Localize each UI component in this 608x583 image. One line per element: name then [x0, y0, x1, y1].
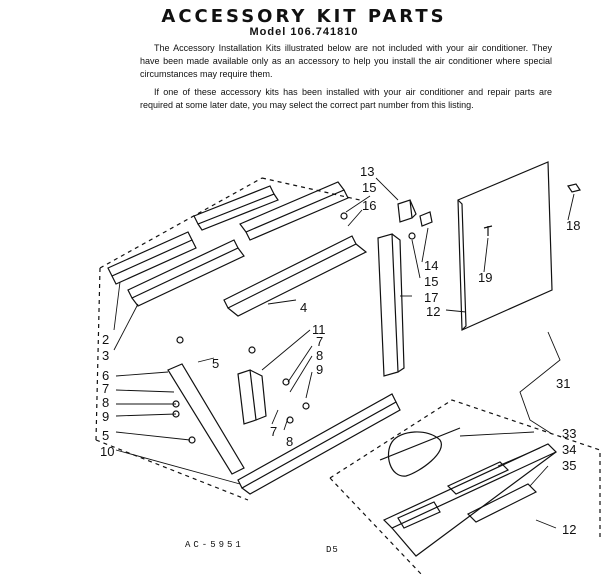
callout-17: 17 [424, 290, 438, 305]
callout-7-left: 7 [102, 381, 109, 396]
callout-12-panel: 12 [426, 304, 440, 319]
upper-rail-left [107, 231, 197, 285]
callout-35: 35 [562, 458, 576, 473]
callout-15-mid: 15 [424, 274, 438, 289]
callout-12-plate: 12 [562, 522, 576, 537]
callout-8-left: 8 [102, 395, 109, 410]
callout-31: 31 [556, 376, 570, 391]
angle-bracket-11 [237, 369, 267, 425]
bolt-5-top [176, 336, 184, 344]
screw-15-mid [408, 232, 416, 240]
upper-rail-right [193, 185, 279, 231]
callout-9-left: 9 [102, 409, 109, 424]
washer-9-b [302, 402, 310, 410]
mounting-plate-12 [382, 443, 558, 557]
callout-19: 19 [478, 270, 492, 285]
callout-18: 18 [566, 218, 580, 233]
callout-13: 13 [360, 164, 374, 179]
callout-16: 16 [362, 198, 376, 213]
callout-6: 6 [102, 368, 109, 383]
callout-7-bottom: 7 [270, 424, 277, 439]
callout-5-lower: 5 [102, 428, 109, 443]
callout-8-right: 8 [316, 348, 323, 363]
callout-34: 34 [562, 442, 576, 457]
seal-strip-34 [446, 461, 510, 495]
bracket-13 [397, 199, 417, 223]
channel-rail-left [127, 239, 245, 307]
clip-18 [567, 183, 581, 193]
callout-2: 2 [102, 332, 109, 347]
drawing-code: AC-5951 [185, 540, 244, 550]
callout-14: 14 [424, 258, 438, 273]
gasket-loop-33 [379, 427, 461, 477]
callout-11: 11 [312, 322, 326, 337]
seal-strip-35 [466, 483, 538, 523]
page-code: D5 [326, 545, 339, 555]
leader-lines [113, 177, 575, 529]
callout-3: 3 [102, 348, 109, 363]
clip-14 [419, 211, 433, 227]
filler-panel [457, 161, 553, 331]
callout-5-upper: 5 [212, 356, 219, 371]
model-number: Model 106.741810 [249, 26, 359, 38]
callout-4: 4 [300, 300, 307, 315]
screw-19 [483, 225, 493, 236]
diagonal-brace [167, 363, 245, 475]
base-bar [237, 393, 401, 495]
callout-15-top: 15 [362, 180, 376, 195]
callout-8-bottom: 8 [286, 434, 293, 449]
nut-8-b [282, 378, 290, 386]
sub-kit-boundary [329, 399, 601, 576]
screw-15-top [340, 212, 348, 220]
channel-rail-right [239, 181, 349, 241]
callout-7-right: 7 [316, 334, 323, 349]
callout-9-right: 9 [316, 362, 323, 377]
page-title: ACCESSORY KIT PARTS [161, 6, 447, 27]
seal-block-left [397, 501, 441, 529]
bolt-5-mid [248, 346, 256, 354]
side-rail [223, 235, 368, 317]
intro-paragraph: The Accessory Installation Kits illustra… [140, 43, 552, 79]
callout-10: 10 [100, 444, 114, 459]
vertical-support [377, 233, 405, 377]
repair-paragraph: If one of these accessory kits has been … [140, 87, 552, 110]
callout-33: 33 [562, 426, 576, 441]
nut-8-c [286, 416, 294, 424]
callout-labels: 2 3 4 5 5 6 7 7 7 8 8 8 9 9 10 11 12 12 … [100, 164, 580, 537]
